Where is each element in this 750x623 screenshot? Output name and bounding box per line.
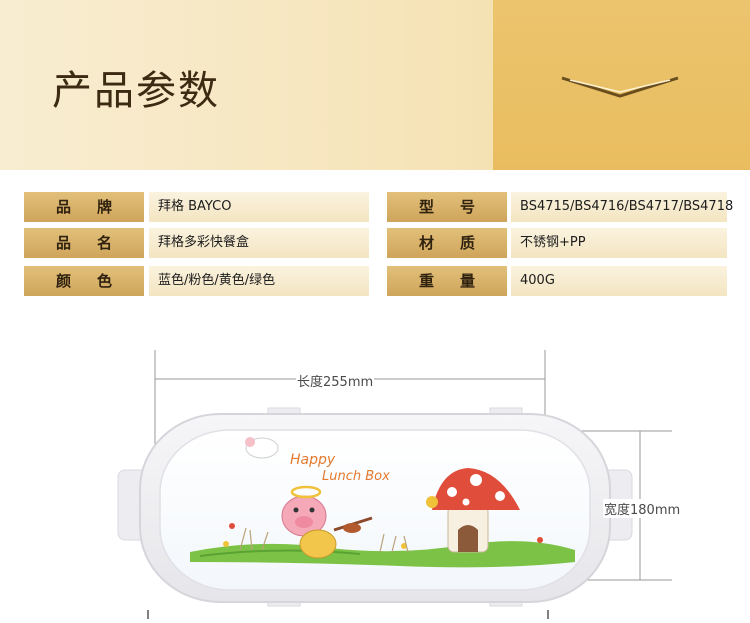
- banner-right-panel: [493, 0, 750, 170]
- banner-left-panel: [0, 0, 493, 170]
- spec-value-material: 不锈钢+PP: [511, 228, 727, 258]
- spec-value-brand: 拜格 BAYCO: [149, 192, 369, 222]
- chevron-down-icon: [561, 76, 679, 98]
- spec-value-model: BS4715/BS4716/BS4717/BS4718: [511, 192, 733, 222]
- spec-label-name: 品名: [24, 228, 144, 258]
- spec-label-color: 颜色: [24, 266, 144, 296]
- spec-row-3: 颜色 蓝色/粉色/黄色/绿色 重量 400G: [24, 266, 727, 296]
- page-title: 产品参数: [52, 68, 220, 114]
- spec-value-color: 蓝色/粉色/黄色/绿色: [149, 266, 369, 296]
- spec-label-model: 型号: [387, 192, 507, 222]
- header-banner: 产品参数: [0, 0, 750, 170]
- spec-value-weight: 400G: [511, 266, 727, 296]
- spec-value-name: 拜格多彩快餐盒: [149, 228, 369, 258]
- spec-label-material: 材质: [387, 228, 507, 258]
- spec-row-1: 品牌 拜格 BAYCO 型号 BS4715/BS4716/BS4717/BS47…: [24, 192, 733, 222]
- product-illustration: Happy Lunch Box 长度255mm 宽度180mm: [0, 330, 750, 619]
- lunch-box-image: Happy Lunch Box: [117, 350, 672, 619]
- length-dimension-label: 长度255mm: [296, 371, 375, 390]
- spec-label-brand: 品牌: [24, 192, 144, 222]
- spec-row-2: 品名 拜格多彩快餐盒 材质 不锈钢+PP: [24, 228, 727, 258]
- spec-label-weight: 重量: [387, 266, 507, 296]
- width-dimension-label: 宽度180mm: [603, 499, 682, 518]
- lid-brand-line2: Lunch Box: [322, 469, 390, 484]
- lid-brand-line1: Happy: [290, 452, 336, 468]
